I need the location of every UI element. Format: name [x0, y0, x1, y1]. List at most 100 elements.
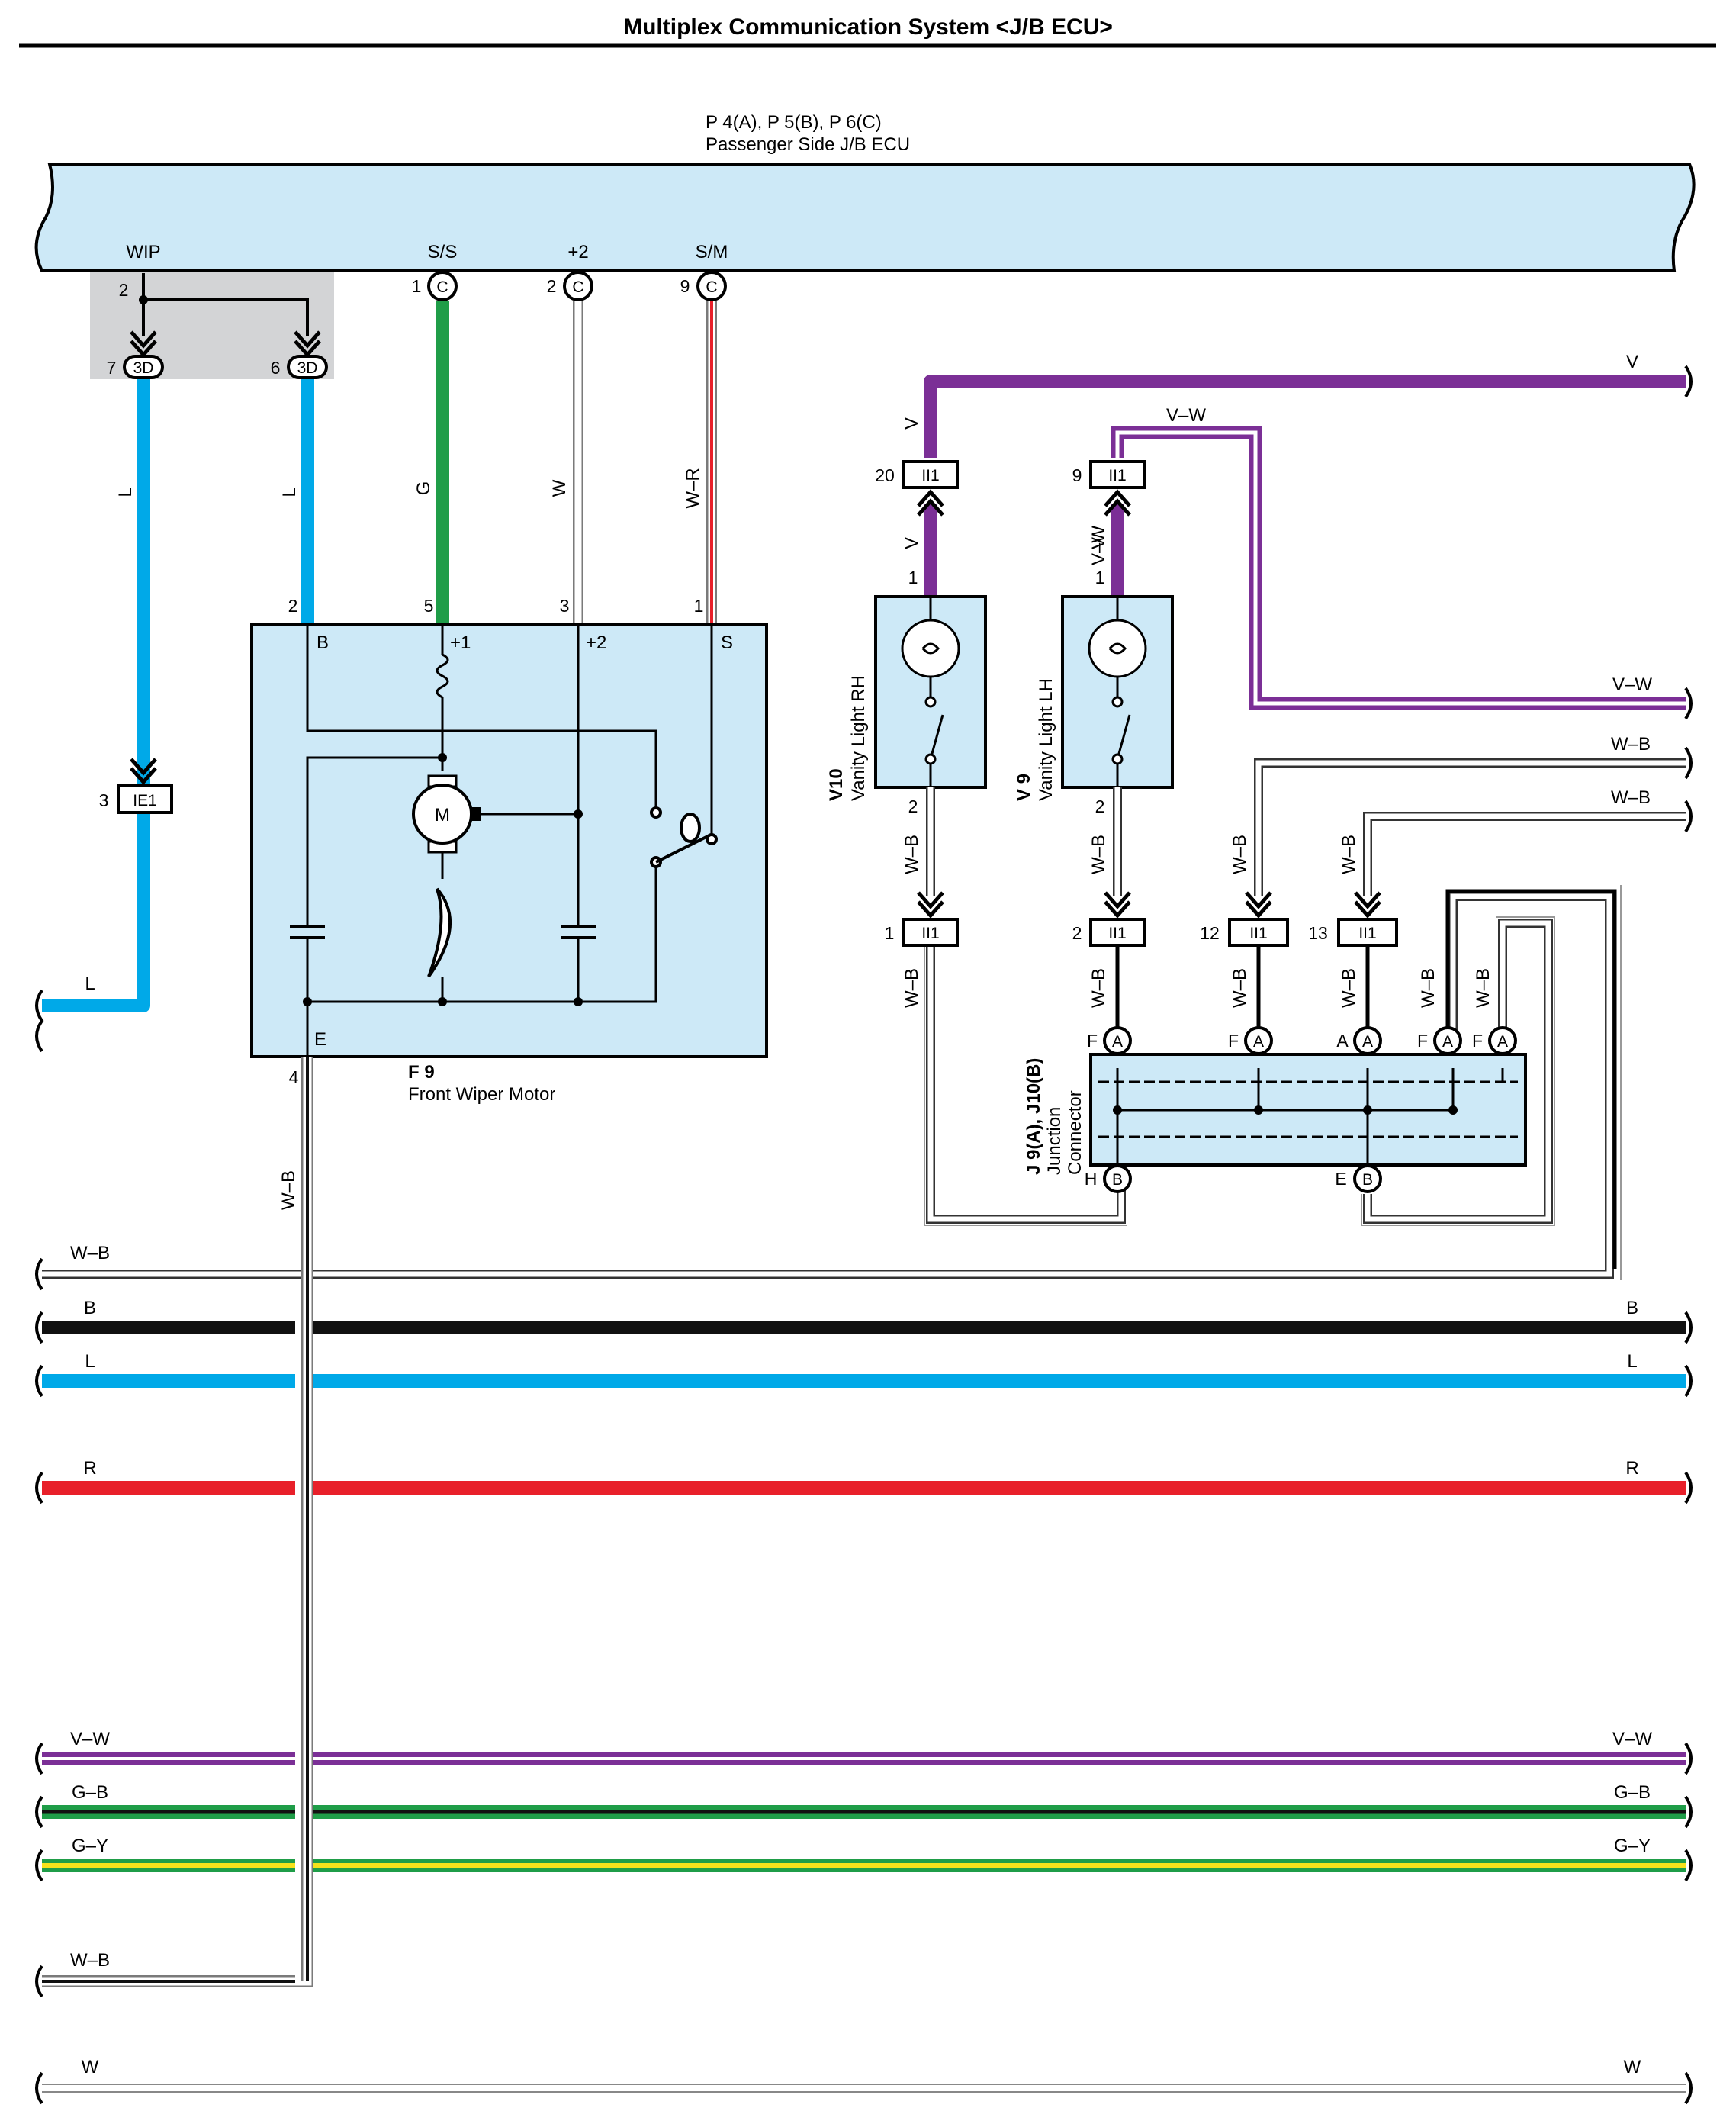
svg-text:V–W: V–W	[70, 1729, 110, 1749]
ecu-name: Passenger Side J/B ECU	[706, 134, 910, 155]
front-wiper-motor-box	[250, 623, 768, 1058]
wire-vw	[1111, 426, 1686, 710]
connector-ie1-code: IE1	[133, 792, 157, 809]
svg-text:W–B: W–B	[1418, 968, 1439, 1008]
svg-text:A: A	[1253, 1033, 1264, 1051]
capacitor-right	[561, 925, 596, 939]
svg-text:W–B: W–B	[70, 1243, 110, 1263]
svg-text:M: M	[435, 805, 450, 825]
svg-text:5: 5	[424, 596, 434, 616]
chevron-down-icon-2	[1104, 891, 1131, 919]
svg-text:S: S	[721, 632, 733, 653]
vanity-rh-id: V10	[826, 768, 847, 801]
ecu-terminal-wip: WIP	[126, 242, 160, 262]
motor-id: F 9	[408, 1062, 435, 1083]
svg-text:II1: II1	[1108, 467, 1126, 484]
svg-text:II1: II1	[1108, 925, 1126, 942]
connector-i1-13	[1337, 918, 1398, 947]
connector-i1-20	[902, 460, 959, 489]
svg-text:R: R	[1625, 1458, 1638, 1479]
svg-text:B: B	[1362, 1171, 1373, 1189]
svg-text:W–B: W–B	[1088, 968, 1109, 1008]
chevron-down-icon-12	[1245, 891, 1272, 919]
svg-text:W–B: W–B	[1088, 835, 1109, 874]
bus-wire-gb: G–B G–B	[42, 1782, 1686, 1819]
wire-label-l-exit: L	[85, 974, 95, 994]
svg-text:12: 12	[1200, 923, 1220, 943]
ecu-pin-plus2-num: 2	[547, 276, 557, 296]
svg-text:G–Y: G–Y	[1614, 1836, 1651, 1856]
ecu-id: P 4(A), P 5(B), P 6(C)	[706, 112, 882, 133]
svg-text:W–B: W–B	[1230, 835, 1250, 874]
motor-name: Front Wiper Motor	[408, 1084, 555, 1105]
connector-ie1	[117, 784, 173, 814]
chevron-down-icon-1	[917, 891, 944, 919]
wire-label-v-vertical: V	[902, 417, 922, 430]
lamp-icon-lh	[1088, 597, 1147, 787]
wire-label-g: G	[413, 481, 434, 496]
svg-text:E: E	[1335, 1169, 1346, 1189]
vanity-lh-name: Vanity Light LH	[1036, 678, 1056, 801]
svg-text:B: B	[84, 1298, 96, 1318]
svg-text:1: 1	[694, 596, 704, 616]
wire-label-wr: W–R	[683, 468, 703, 508]
wire-label-v-top: V	[1626, 352, 1638, 372]
bus-wire-r: R R	[42, 1458, 1686, 1495]
bus-wire-b: B B	[42, 1298, 1686, 1334]
ecu-pin-ss	[427, 271, 458, 301]
svg-text:G–B: G–B	[72, 1782, 108, 1803]
ecu-terminal-plus2: +2	[567, 242, 588, 262]
junction-3d-right-pin: 6	[271, 358, 281, 378]
ecu-terminal-sm: S/M	[696, 242, 728, 262]
wip-pin: 2	[119, 280, 129, 300]
junction-connector-id: J 9(A), J10(B)	[1024, 1058, 1044, 1175]
wire-label-vw-top: V–W	[1166, 405, 1206, 426]
svg-text:3: 3	[560, 596, 570, 616]
ecu-bar	[34, 163, 1696, 272]
junction-connector-busbars	[1098, 1068, 1518, 1167]
chevron-down-icon-13	[1354, 891, 1381, 919]
ecu-terminal-ss: S/S	[428, 242, 458, 262]
wire-break-marks	[35, 365, 1693, 2105]
svg-text:W–B: W–B	[1339, 968, 1359, 1008]
vanity-lh-id: V 9	[1014, 774, 1034, 801]
svg-text:C: C	[572, 278, 583, 296]
svg-text:E: E	[314, 1029, 326, 1050]
svg-text:V: V	[1088, 537, 1109, 549]
svg-text:B: B	[1112, 1171, 1123, 1189]
svg-text:II1: II1	[921, 925, 939, 942]
svg-text:A: A	[1112, 1033, 1123, 1051]
svg-text:II1: II1	[1249, 925, 1267, 942]
bus-wire-w: W W	[42, 2057, 1686, 2093]
svg-text:W–B: W–B	[1230, 968, 1250, 1008]
wb-wires-right	[42, 758, 1686, 1279]
svg-text:C: C	[436, 278, 448, 296]
connector-ie1-pin: 3	[99, 790, 109, 810]
chevron-up-icon-20	[917, 489, 944, 517]
svg-text:V: V	[902, 537, 922, 549]
svg-text:1: 1	[1095, 568, 1105, 587]
svg-text:A: A	[1336, 1031, 1349, 1051]
connector-i1-12	[1228, 918, 1289, 947]
vanity-rh-name: Vanity Light RH	[848, 675, 869, 801]
svg-text:2: 2	[1095, 796, 1105, 816]
junction-3d-left	[123, 355, 164, 379]
page-title: Multiplex Communication System <J/B ECU>	[623, 14, 1113, 40]
svg-text:W–B: W–B	[1473, 968, 1493, 1008]
chevron-up-icon-9	[1104, 489, 1131, 517]
svg-text:G–Y: G–Y	[72, 1836, 108, 1856]
svg-text:+2: +2	[586, 632, 606, 653]
junction-3d-right	[287, 355, 328, 379]
svg-text:F: F	[1472, 1031, 1483, 1051]
svg-text:F: F	[1228, 1031, 1239, 1051]
wire-label-wb-motor: W–B	[278, 1170, 299, 1210]
junction-3d-left-code: 3D	[133, 359, 154, 377]
chevron-icon-ie1	[130, 758, 157, 785]
svg-text:+1: +1	[450, 632, 471, 653]
svg-text:L: L	[85, 1351, 95, 1372]
wire-label-vw-vertical: V–W	[1088, 526, 1109, 565]
svg-text:W: W	[82, 2057, 99, 2077]
wire-v-main	[924, 375, 1686, 458]
svg-text:II1: II1	[921, 467, 939, 484]
